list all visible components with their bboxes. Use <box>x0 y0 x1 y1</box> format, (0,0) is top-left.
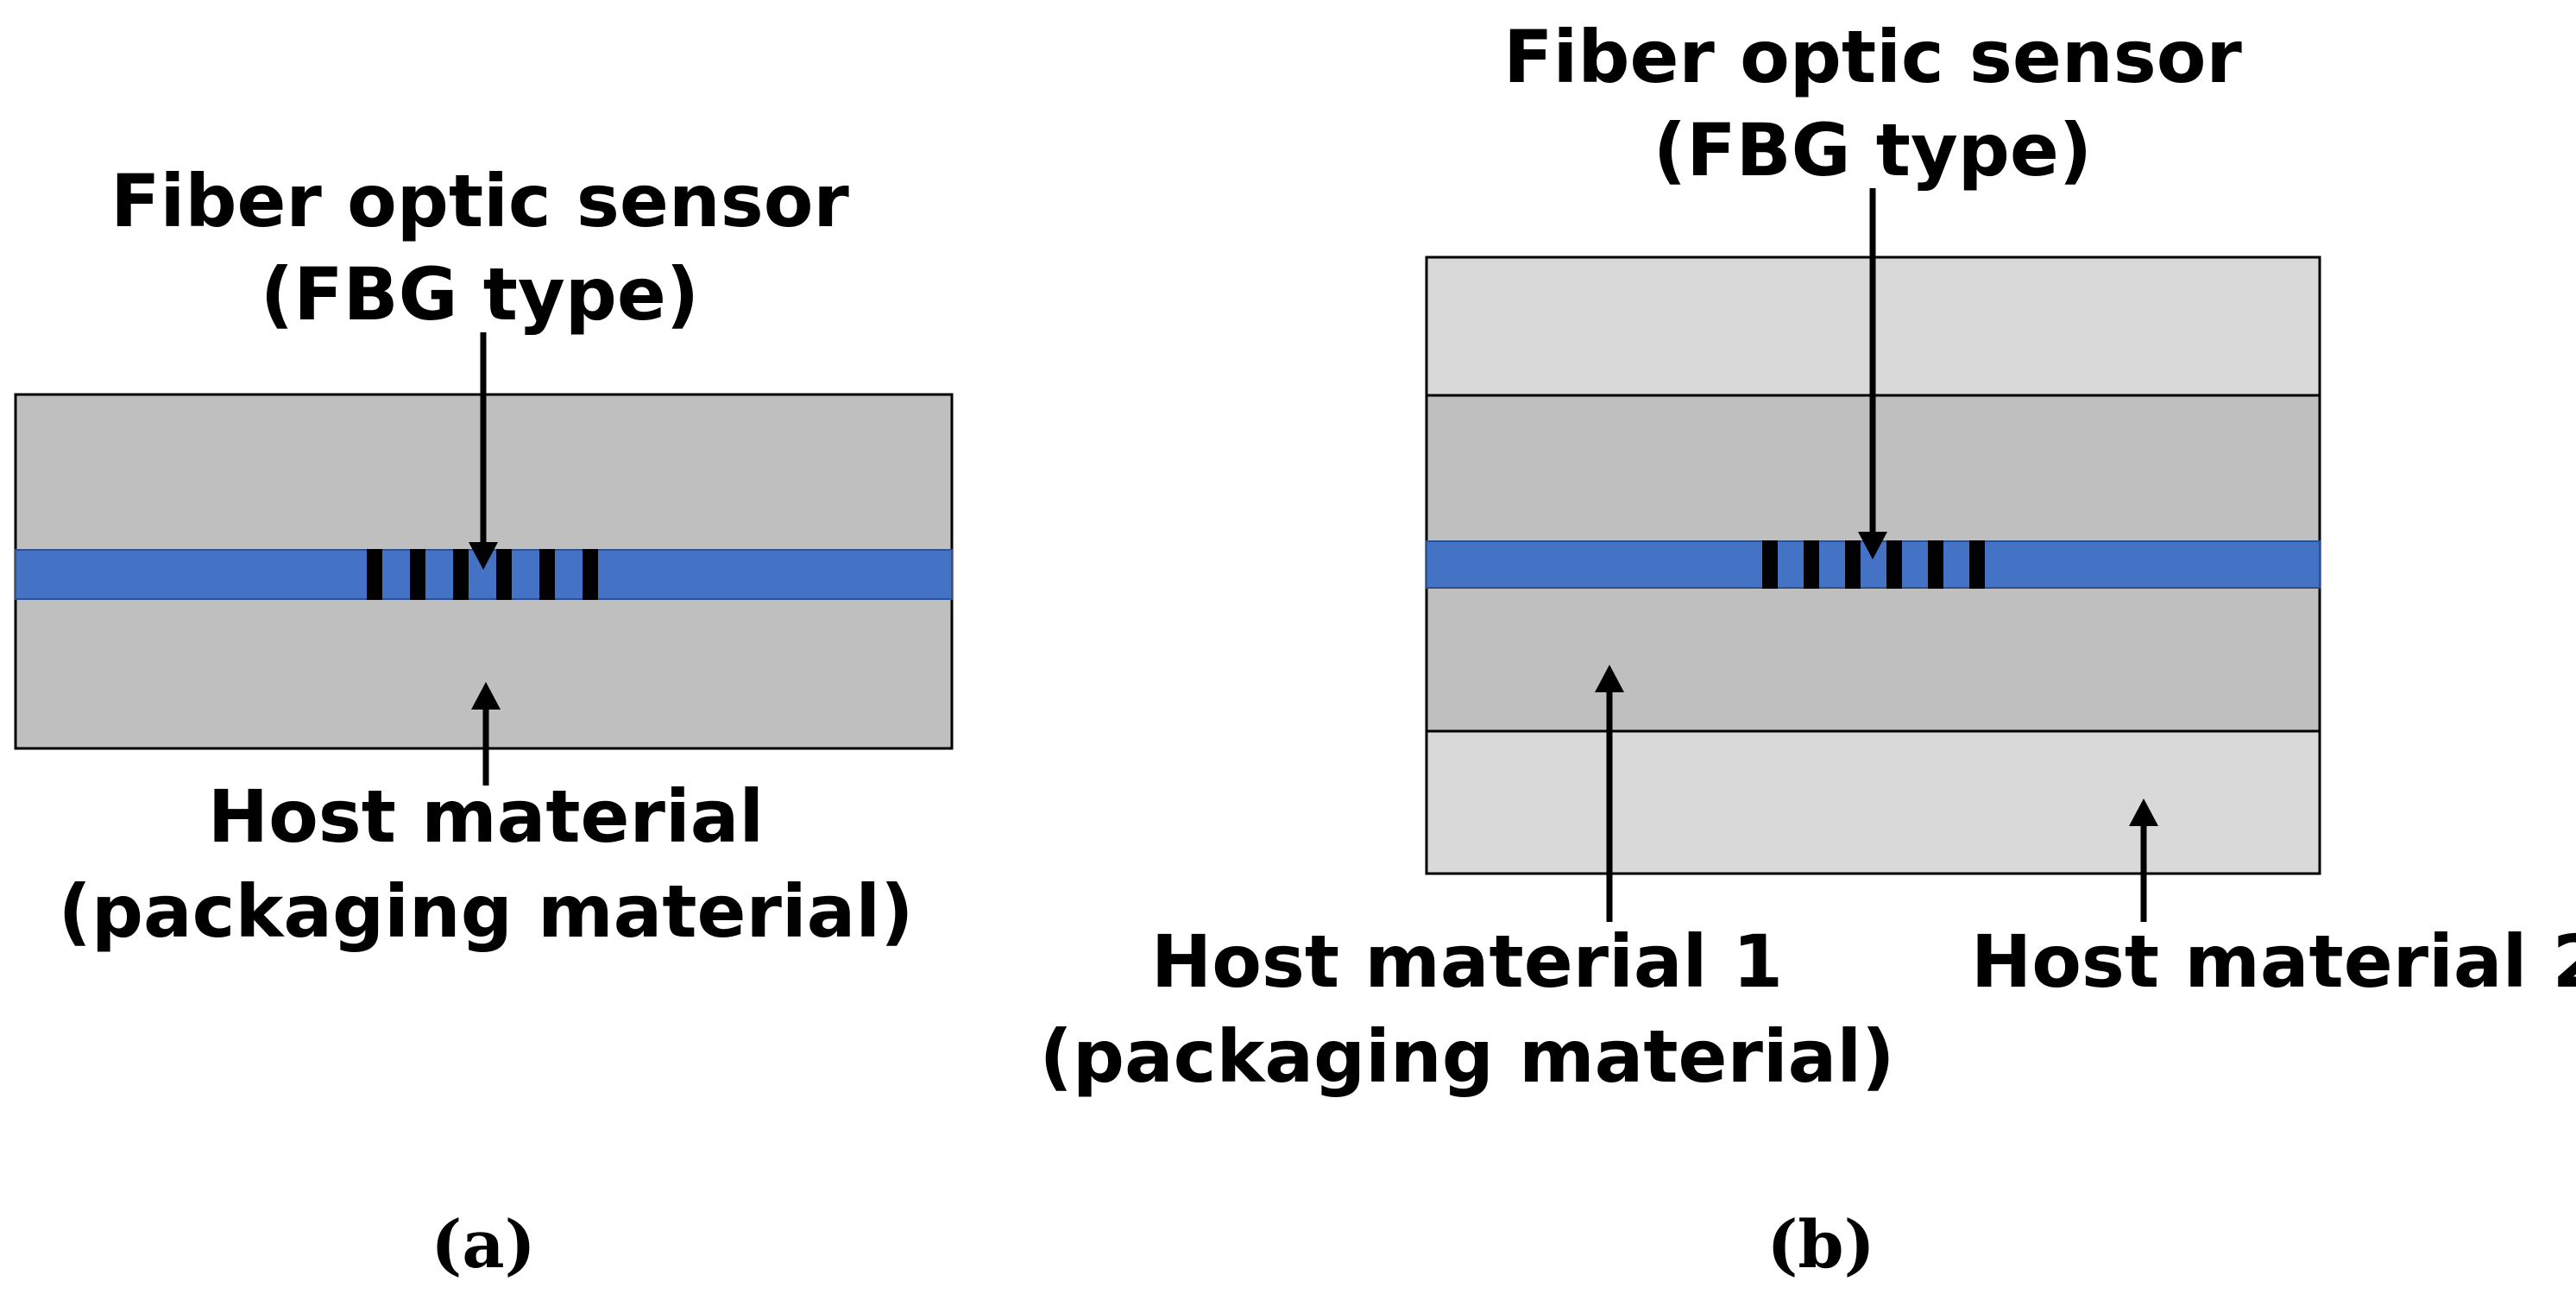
grating-line <box>539 549 555 600</box>
grating-line <box>453 549 469 600</box>
grating-line <box>496 549 512 600</box>
grating-line <box>410 549 425 600</box>
bragg-grating <box>1762 540 1985 589</box>
panel-a: Fiber optic sensor (FBG type) Host mater… <box>14 159 954 1283</box>
host-label-line1: Host material <box>208 774 764 859</box>
grating-line <box>1969 540 1985 589</box>
grating-line <box>1762 540 1778 589</box>
outer-host-material-bottom <box>1425 729 2321 875</box>
host-material-1-label-line1: Host material 1 <box>1151 919 1783 1004</box>
host-material-arrow <box>471 682 501 786</box>
grating-line <box>1886 540 1902 589</box>
grating-line <box>1845 540 1861 589</box>
sensor-label-line1: Fiber optic sensor <box>110 159 849 243</box>
grating-line <box>1804 540 1819 589</box>
grating-line <box>583 549 598 600</box>
grating-line <box>367 549 382 600</box>
host-material-1-label-line2: (packaging material) <box>1039 1014 1894 1099</box>
host-material-2-label: Host material 2 <box>1971 919 2576 1004</box>
panel-b: Fiber optic sensor (FBG type) Host mater… <box>1039 15 2576 1283</box>
sensor-arrow <box>469 332 498 570</box>
sensor-arrow <box>1858 188 1887 559</box>
sensor-label-line2: (FBG type) <box>1653 108 2092 192</box>
grating-line <box>1928 540 1943 589</box>
host-label-line2: (packaging material) <box>58 869 913 954</box>
panel-b-caption: (b) <box>1767 1206 1874 1283</box>
host-material-2-arrow <box>2129 798 2158 922</box>
panel-a-caption: (a) <box>431 1206 535 1283</box>
sensor-label-line1: Fiber optic sensor <box>1503 15 2242 99</box>
bragg-grating <box>367 549 598 600</box>
sensor-label-line2: (FBG type) <box>261 252 699 337</box>
host-material-1-arrow <box>1595 665 1624 922</box>
